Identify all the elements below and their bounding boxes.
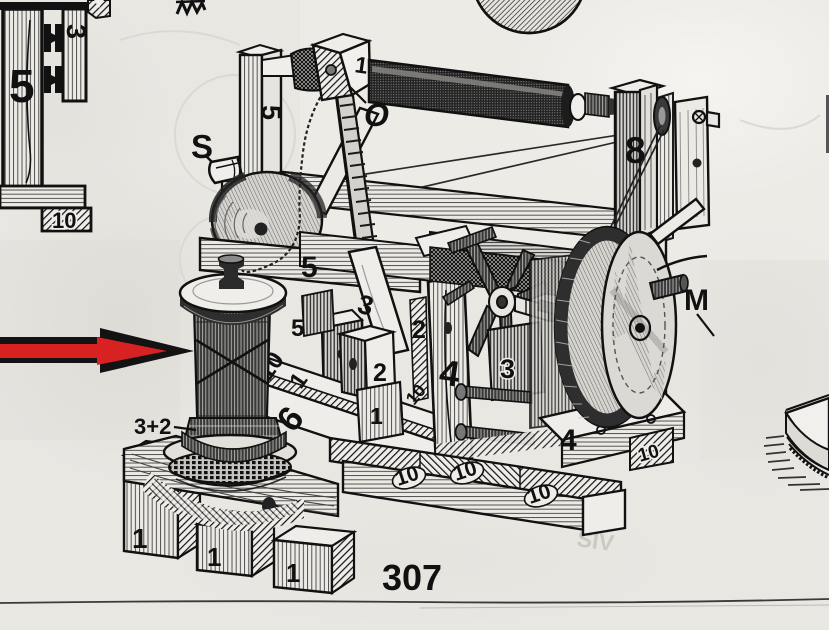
svg-text:10: 10	[52, 208, 76, 233]
svg-text:3: 3	[61, 24, 91, 39]
svg-text:5: 5	[291, 315, 304, 342]
svg-text:1: 1	[132, 523, 148, 554]
svg-text:M: M	[684, 284, 709, 317]
svg-text:5: 5	[301, 251, 318, 284]
svg-text:2: 2	[412, 316, 426, 344]
svg-text:307: 307	[382, 557, 442, 598]
svg-text:4: 4	[560, 424, 577, 457]
svg-text:2: 2	[373, 359, 387, 387]
svg-text:1: 1	[207, 542, 221, 572]
svg-text:5: 5	[256, 105, 286, 120]
svg-text:1: 1	[286, 558, 300, 588]
svg-text:8: 8	[625, 130, 646, 171]
svg-text:1: 1	[370, 403, 383, 429]
svg-text:1: 1	[353, 51, 369, 79]
svg-text:5: 5	[9, 60, 35, 112]
svg-text:3: 3	[354, 289, 376, 322]
svg-text:3+2: 3+2	[134, 414, 171, 439]
svg-text:S: S	[191, 128, 213, 165]
svg-text:3: 3	[500, 354, 515, 384]
